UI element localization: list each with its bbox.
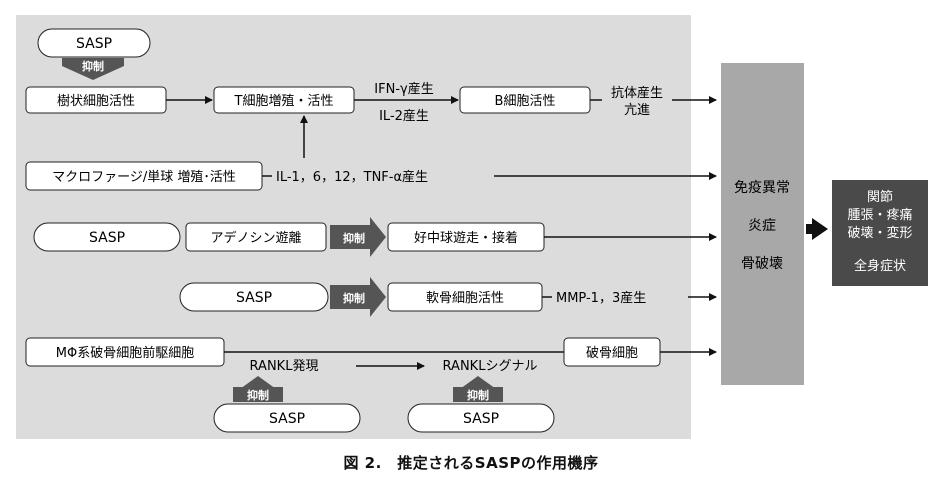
inhibit-arrow-right-icon [330, 277, 386, 317]
outcome-destruction-label: 破壊・変形 [847, 225, 912, 241]
t-cell-label: T細胞増殖・活性 [234, 93, 334, 109]
outcome-arrow-icon [806, 218, 828, 240]
outcome-systemic-label: 全身症状 [854, 258, 906, 274]
inhibit-label-adenosine: 抑制 [343, 231, 365, 245]
figure-caption: 図 2. 推定されるSASPの作用機序 [343, 454, 599, 472]
antibody-label-2: 亢進 [624, 102, 650, 118]
sasp-oval-top-label: SASP [76, 36, 112, 52]
inhibit-arrow-right-icon [330, 217, 386, 257]
immune-abnormality-label: 免疫異常 [734, 180, 790, 196]
mphi-precursor-label: MΦ系破骨細胞前駆細胞 [56, 345, 194, 361]
outcome-joint-label: 関節 [867, 190, 893, 205]
mmp-label: MMP-1，3産生 [556, 290, 646, 306]
cytokines-label: IL-1，6，12，TNF-α産生 [276, 169, 428, 185]
neutrophil-label: 好中球遊走・接着 [414, 230, 518, 246]
il2-label: IL-2産生 [379, 108, 429, 124]
inhibit-label-rankl: 抑制 [247, 388, 269, 402]
outcome-box [832, 180, 928, 286]
outcome-swelling-label: 腫張・疼痛 [847, 207, 912, 223]
adenosine-label: アデノシン遊離 [210, 230, 301, 246]
sasp-oval-adenosine [33, 222, 181, 252]
sasp-oval-rankl-label: SASP [269, 411, 305, 427]
sasp-oval-cartilage [179, 282, 329, 312]
bone-destruction-label: 骨破壊 [741, 256, 783, 272]
sasp-oval-adenosine-label: SASP [89, 230, 125, 246]
sasp-oval-signal [407, 403, 555, 433]
sasp-oval-rankl [213, 403, 361, 433]
dendritic-cell-label: 樹状細胞活性 [57, 94, 135, 109]
rankl-expression-label: RANKL発現 [250, 359, 319, 374]
adenosine-box [185, 222, 327, 252]
macrophage-label: マクロファージ/単球 増殖･活性 [52, 169, 236, 185]
inhibit-label-cartilage: 抑制 [343, 291, 365, 305]
immune-abnormality-column [721, 63, 804, 385]
sasp-oval-cartilage-label: SASP [236, 290, 272, 306]
inhibit-label-top: 抑制 [82, 59, 104, 73]
inhibit-arrow-down-icon [62, 58, 124, 80]
antibody-label-1: 抗体産生 [611, 85, 663, 101]
rankl-signal-label: RANKLシグナル [443, 359, 538, 374]
inhibit-label-signal: 抑制 [467, 388, 489, 402]
chondrocyte-label: 軟骨細胞活性 [426, 290, 504, 306]
ifn-gamma-label: IFN-γ産生 [374, 81, 433, 97]
sasp-oval-top [37, 28, 151, 58]
osteoclast-label: 破骨細胞 [586, 346, 638, 361]
inflammation-label: 炎症 [748, 218, 776, 234]
sasp-oval-signal-label: SASP [463, 411, 499, 427]
b-cell-label: B細胞活性 [495, 94, 556, 109]
